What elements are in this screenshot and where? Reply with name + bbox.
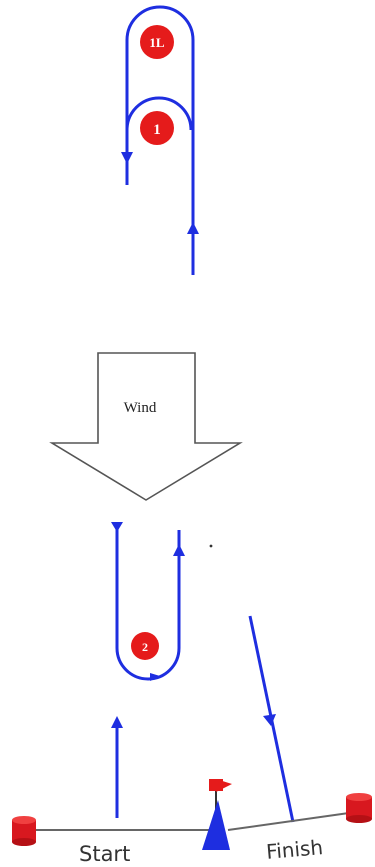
wind-label: Wind [124,400,157,416]
outer-loop-path [125,5,195,275]
down-arrow-mark2-top [111,522,123,532]
up-arrow-right-upper [187,222,199,234]
mark-2-loop-path [115,525,181,681]
upper-course-lines [125,5,195,275]
lower-course-lines [115,525,295,823]
mark-2-label: 2 [142,640,148,654]
finish-label: Finish [265,835,324,864]
mark-2: 2 [131,632,159,660]
start-label: Start [79,842,130,866]
mark-1: 1 [140,111,174,145]
mark-1-label: 1 [153,122,161,138]
inner-loop-path [125,96,193,131]
stray-dot [209,544,213,548]
finish-pin-buoy-icon [346,793,372,823]
mark-1L-label: 1L [149,35,165,50]
wind-arrow: Wind [49,352,243,501]
mark-1L: 1L [140,25,174,59]
committee-boat-flag-icon [202,779,232,850]
down-arrow-finish-leg [263,714,276,726]
start-finish-line [36,811,357,831]
arrow-mark2-bottom [150,673,160,681]
start-pin-buoy-icon [12,816,36,846]
down-arrow-left-upper [121,152,133,164]
up-arrow-mark2-right [173,544,185,556]
up-arrow-start-leg [111,716,123,728]
finish-line [227,811,357,831]
